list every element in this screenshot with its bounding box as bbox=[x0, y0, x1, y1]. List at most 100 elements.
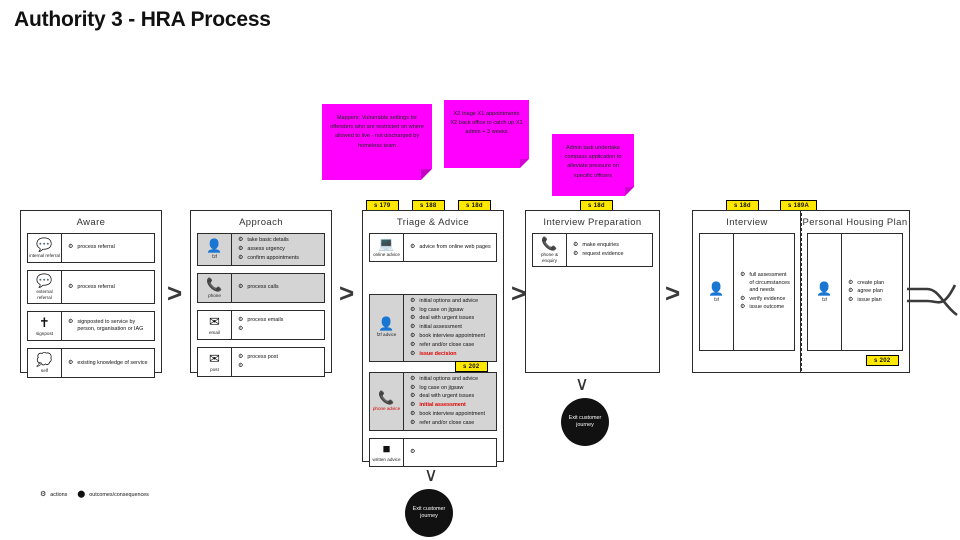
stage-divider bbox=[801, 213, 802, 371]
gear-icon: ⚙ bbox=[238, 362, 244, 369]
card-external-referral[interactable]: 💬 external referral ⚙process referral bbox=[27, 270, 155, 305]
bullet: ⚙create plan bbox=[848, 280, 898, 287]
sticky-note-triage-capacity: X2 triage X1 appointments X2 back office… bbox=[444, 100, 529, 168]
card-post[interactable]: ✉ post ⚙process post ⚙ bbox=[197, 346, 325, 377]
stage-title: Interview Preparation bbox=[543, 217, 642, 228]
icon-cell: 📞 phone advice bbox=[370, 372, 404, 431]
badge-s202-php[interactable]: s 202 bbox=[866, 355, 899, 366]
down-arrow-triage: ∨ bbox=[424, 465, 438, 486]
flow-arrow-3: > bbox=[511, 278, 527, 308]
card-internal-referral[interactable]: 💬 internal referral ⚙process referral bbox=[27, 233, 155, 263]
bullet-text: process calls bbox=[247, 284, 279, 291]
card-bullets: ⚙process emails ⚙ bbox=[232, 311, 324, 339]
icon-cell: ✉ email bbox=[198, 310, 232, 339]
sticky-note-admin: Admin task undertake compass application… bbox=[552, 134, 634, 196]
icon-cell: ✝ signpost bbox=[28, 312, 62, 341]
card-written-advice[interactable]: ■ written advice ⚙ bbox=[369, 438, 497, 467]
gear-icon: ⚙ bbox=[410, 332, 416, 339]
legend-item-outcomes: ⬤ outcomes/consequences bbox=[77, 491, 148, 498]
gear-icon: ⚙ bbox=[573, 250, 579, 257]
gear-icon: ⚙ bbox=[238, 254, 244, 261]
gear-icon: ⚙ bbox=[410, 243, 416, 250]
gear-icon: ⚙ bbox=[410, 324, 416, 331]
bullet-text-alert: initial assessment bbox=[419, 402, 466, 409]
card-signpost[interactable]: ✝ signpost ⚙signposted to service by per… bbox=[27, 311, 155, 342]
bullet: ⚙signposted to service by person, organi… bbox=[68, 319, 150, 334]
card-phone[interactable]: 📞 phone ⚙process calls bbox=[197, 272, 325, 303]
sticky-note-text: Mappers: Vulnerable settings for offende… bbox=[330, 115, 424, 149]
bullet-text: deal with urgent issues bbox=[419, 315, 475, 322]
gear-icon: ⚙ bbox=[40, 491, 47, 498]
email-icon: ✉ bbox=[209, 313, 220, 329]
phone-icon: 📞 bbox=[378, 390, 395, 406]
gear-icon: ⚙ bbox=[848, 279, 854, 286]
bullet-text: issue plan bbox=[857, 297, 882, 304]
gear-icon: ⚙ bbox=[740, 304, 746, 311]
gear-icon: ⚙ bbox=[410, 402, 416, 409]
bullet-text: log case on jigsaw bbox=[419, 384, 464, 391]
card-bullets: ⚙take basic details ⚙assess urgency ⚙con… bbox=[232, 234, 324, 265]
card-caption: external referral bbox=[36, 289, 53, 300]
gear-icon: ⚙ bbox=[848, 288, 854, 295]
referral-icon: 💬 bbox=[36, 273, 53, 288]
icon-cell: 💭 self bbox=[28, 349, 62, 378]
card-phone-enquiry[interactable]: 📞 phone & enquiry ⚙make enquiries ⚙reque… bbox=[532, 233, 653, 268]
gear-icon: ⚙ bbox=[410, 419, 416, 426]
gear-icon: ⚙ bbox=[68, 283, 74, 290]
gear-icon: ⚙ bbox=[848, 297, 854, 304]
card-f2f[interactable]: 👤 f2f ⚙take basic details ⚙assess urgenc… bbox=[197, 233, 325, 266]
bullet-text: process post bbox=[247, 354, 278, 361]
bullet-text: process referral bbox=[77, 283, 115, 290]
bullet: ⚙ bbox=[238, 363, 320, 370]
stage-personal-housing-plan: Personal Housing Plan 👤 f2f ⚙create plan… bbox=[800, 210, 910, 373]
bullet-text: refer and/or close case bbox=[419, 419, 475, 426]
card-caption: written advice bbox=[372, 457, 401, 463]
gear-icon: ⚙ bbox=[573, 242, 579, 249]
exit-label: Exit customer journey bbox=[568, 414, 602, 428]
bullet-text: initial options and advice bbox=[419, 297, 479, 304]
gear-icon: ⚙ bbox=[410, 449, 416, 456]
bullet-text: book interview appointment bbox=[419, 332, 486, 339]
stage-title: Approach bbox=[239, 217, 283, 228]
card-interview-f2f[interactable]: 👤 f2f ⚙full assessment of circumstances … bbox=[699, 233, 795, 351]
gear-icon: ⚙ bbox=[238, 237, 244, 243]
gear-icon: ⚙ bbox=[238, 284, 244, 291]
stage-interview-preparation: Interview Preparation 📞 phone & enquiry … bbox=[525, 210, 660, 373]
gear-icon: ⚙ bbox=[238, 317, 244, 324]
gear-icon: ⚙ bbox=[410, 341, 416, 348]
bullet: ⚙issue decision bbox=[410, 351, 492, 358]
card-online-advice[interactable]: 💻 online advice ⚙advice from online web … bbox=[369, 233, 497, 262]
person-icon: 👤 bbox=[378, 316, 395, 332]
card-bullets: ⚙initial options and advice ⚙log case on… bbox=[404, 295, 496, 361]
legend: ⚙ actions ⬤ outcomes/consequences bbox=[40, 491, 149, 498]
card-php-f2f[interactable]: 👤 f2f ⚙create plan ⚙agree plan ⚙issue pl… bbox=[807, 233, 903, 351]
exit-circle-interview-prep[interactable]: Exit customer journey bbox=[561, 398, 609, 446]
legend-label: outcomes/consequences bbox=[89, 491, 149, 498]
person-icon: 👤 bbox=[708, 280, 725, 296]
bullet-text: initial assessment bbox=[419, 324, 462, 331]
bullet-text: create plan bbox=[857, 279, 885, 286]
card-phone-advice[interactable]: 📞 phone advice ⚙initial options and advi… bbox=[369, 371, 497, 432]
card-caption: signpost bbox=[35, 331, 54, 337]
card-bullets: ⚙initial options and advice ⚙log case on… bbox=[404, 373, 496, 430]
stage-approach: Approach 👤 f2f ⚙take basic details ⚙asse… bbox=[190, 210, 332, 377]
sticky-fold-corner bbox=[421, 169, 432, 180]
sticky-fold-corner bbox=[625, 187, 634, 196]
card-email[interactable]: ✉ email ⚙process emails ⚙ bbox=[197, 309, 325, 340]
badge-s202-triage[interactable]: s 202 bbox=[455, 361, 488, 372]
flow-arrow-1: > bbox=[167, 278, 183, 308]
bullet: ⚙log case on jigsaw bbox=[410, 385, 492, 392]
bullet: ⚙assess urgency bbox=[238, 246, 320, 253]
stage-title: Aware bbox=[76, 217, 106, 228]
exit-circle-triage[interactable]: Exit customer journey bbox=[405, 489, 453, 537]
gear-icon: ⚙ bbox=[238, 245, 244, 252]
icon-cell: 📞 phone bbox=[198, 273, 232, 302]
card-f2f-advice[interactable]: 👤 f2f advice ⚙initial options and advice… bbox=[369, 293, 497, 362]
card-self[interactable]: 💭 self ⚙existing knowledge of service bbox=[27, 348, 155, 379]
stage-interview: Interview 👤 f2f ⚙full assessment of circ… bbox=[692, 210, 802, 373]
bullet-text: process referral bbox=[77, 244, 115, 251]
bullet: ⚙process post bbox=[238, 354, 320, 361]
card-caption: phone advice bbox=[372, 406, 401, 412]
sticky-note-mappa: Mappers: Vulnerable settings for offende… bbox=[322, 104, 432, 180]
bullet-text-alert: issue decision bbox=[419, 350, 457, 357]
